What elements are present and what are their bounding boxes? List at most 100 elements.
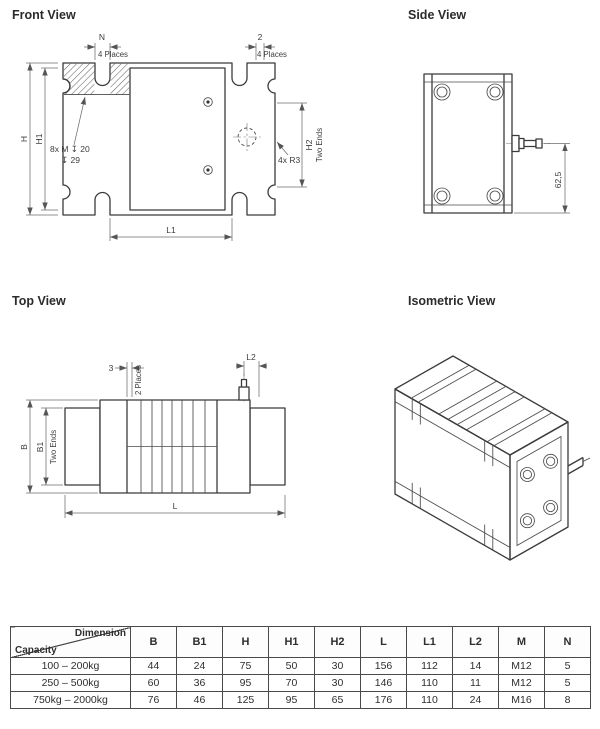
isometric-view-body <box>394 355 591 561</box>
dim-n-label: N <box>99 32 105 42</box>
bolt-hole <box>203 165 213 175</box>
capacity-cell: 750kg – 2000kg <box>10 691 131 709</box>
table-cell: 112 <box>406 657 453 675</box>
top-outline <box>99 399 251 494</box>
section-hatch-right <box>110 63 130 95</box>
dim-h-label: H <box>19 136 29 142</box>
through-hole <box>486 83 504 101</box>
table-cell: 70 <box>268 674 315 692</box>
table-cell: 24 <box>176 657 223 675</box>
table-cell: 8 <box>544 691 591 709</box>
table-cell: M12 <box>498 657 545 675</box>
column-header: L2 <box>452 626 499 658</box>
column-header: H1 <box>268 626 315 658</box>
front-outline <box>62 62 276 216</box>
cable-connector-top <box>238 378 250 401</box>
iso-hole <box>543 500 559 515</box>
table-cell: 95 <box>268 691 315 709</box>
table-cell: 125 <box>222 691 269 709</box>
side-view-body <box>423 73 552 214</box>
table-row: 750kg – 2000kg 76 46 125 95 65 176 110 2… <box>10 691 591 709</box>
table-cell: 36 <box>176 674 223 692</box>
bolt-hole <box>203 97 213 107</box>
dim-n-note: 4 Places <box>98 50 128 59</box>
isometric-view-title: Isometric View <box>408 294 496 308</box>
table-cell: 60 <box>130 674 177 692</box>
table-cell: 65 <box>314 691 361 709</box>
column-header: M <box>498 626 545 658</box>
cable-connector <box>511 134 543 153</box>
iso-end-face <box>509 421 569 561</box>
dim-l2-label: L2 <box>246 352 256 362</box>
through-hole <box>486 187 504 205</box>
front-view-body <box>62 62 276 216</box>
column-header: B <box>130 626 177 658</box>
table-cell: 75 <box>222 657 269 675</box>
table-corner-cell: Dimension Capacity <box>10 626 131 658</box>
capacity-cell: 250 – 500kg <box>10 674 131 692</box>
table-cell: 24 <box>452 691 499 709</box>
table-cell: 46 <box>176 691 223 709</box>
column-header: H2 <box>314 626 361 658</box>
table-row: 100 – 200kg 44 24 75 50 30 156 112 14 M1… <box>10 657 591 675</box>
column-header: L1 <box>406 626 453 658</box>
dim-3-label: 3 <box>109 363 114 373</box>
table-cell: 44 <box>130 657 177 675</box>
column-header: B1 <box>176 626 223 658</box>
table-cell: M16 <box>498 691 545 709</box>
iso-hole <box>519 513 535 529</box>
threaded-end-left <box>64 407 101 486</box>
dim-62-5-label: 62,5 <box>553 171 563 188</box>
technical-drawing: N 4 Places 2 4 Places H1 H 8x M ↧ 20 ↧ 2… <box>19 32 591 561</box>
table-cell: 95 <box>222 674 269 692</box>
front-view-dimensions: N 4 Places 2 4 Places H1 H 8x M ↧ 20 ↧ 2… <box>19 32 324 241</box>
radius-callout: 4x R3 <box>278 155 300 165</box>
dim-h2-note: Two Ends <box>315 128 324 162</box>
thread-callout-line2: ↧ 29 <box>61 155 80 165</box>
table-row: 250 – 500kg 60 36 95 70 30 146 110 11 M1… <box>10 674 591 692</box>
front-view-title: Front View <box>12 8 76 22</box>
dim-l-label: L <box>173 501 178 511</box>
table-cell: 110 <box>406 691 453 709</box>
dim-b-label: B <box>19 444 29 450</box>
iso-hole <box>519 467 535 482</box>
table-cell: 110 <box>406 674 453 692</box>
center-block-outline <box>129 67 226 211</box>
through-hole <box>433 83 451 101</box>
corner-capacity-label: Capacity <box>15 645 57 656</box>
radius-leader <box>276 141 289 156</box>
dim-b1-note: Two Ends <box>49 430 58 464</box>
table-cell: 11 <box>452 674 499 692</box>
side-view-dimensions: 62,5 <box>514 143 570 214</box>
table-cell: 14 <box>452 657 499 675</box>
iso-connector-stub <box>567 456 591 475</box>
threaded-end-right <box>249 407 286 486</box>
top-view-body <box>64 373 286 494</box>
dim-h1-label: H1 <box>34 133 44 144</box>
thread-leader <box>73 96 86 146</box>
edge-notch-arc <box>62 78 71 94</box>
capacity-cell: 100 – 200kg <box>10 657 131 675</box>
bolt-hole-dot <box>206 100 210 104</box>
side-outline <box>423 73 513 214</box>
iso-end-plate <box>516 435 562 547</box>
top-view-title: Top View <box>12 294 66 308</box>
iso-hole <box>543 453 559 469</box>
dim-l1-label: L1 <box>166 225 176 235</box>
table-cell: 5 <box>544 657 591 675</box>
dim-2-note: 4 Places <box>257 50 287 59</box>
table-cell: 146 <box>360 674 407 692</box>
top-view-dimensions: 3 2 Places L2 B B1 Two Ends L <box>19 352 286 518</box>
table-cell: 50 <box>268 657 315 675</box>
table-cell: 176 <box>360 691 407 709</box>
table-cell: 5 <box>544 674 591 692</box>
section-hatch-left <box>63 63 95 95</box>
corner-dimension-label: Dimension <box>74 628 126 639</box>
thread-callout-line1: 8x M ↧ 20 <box>50 144 90 154</box>
column-header: H <box>222 626 269 658</box>
column-header: L <box>360 626 407 658</box>
dim-h2-label: H2 <box>304 139 314 150</box>
iso-top-face <box>394 355 569 456</box>
side-view-title: Side View <box>408 8 467 22</box>
table-cell: 30 <box>314 657 361 675</box>
